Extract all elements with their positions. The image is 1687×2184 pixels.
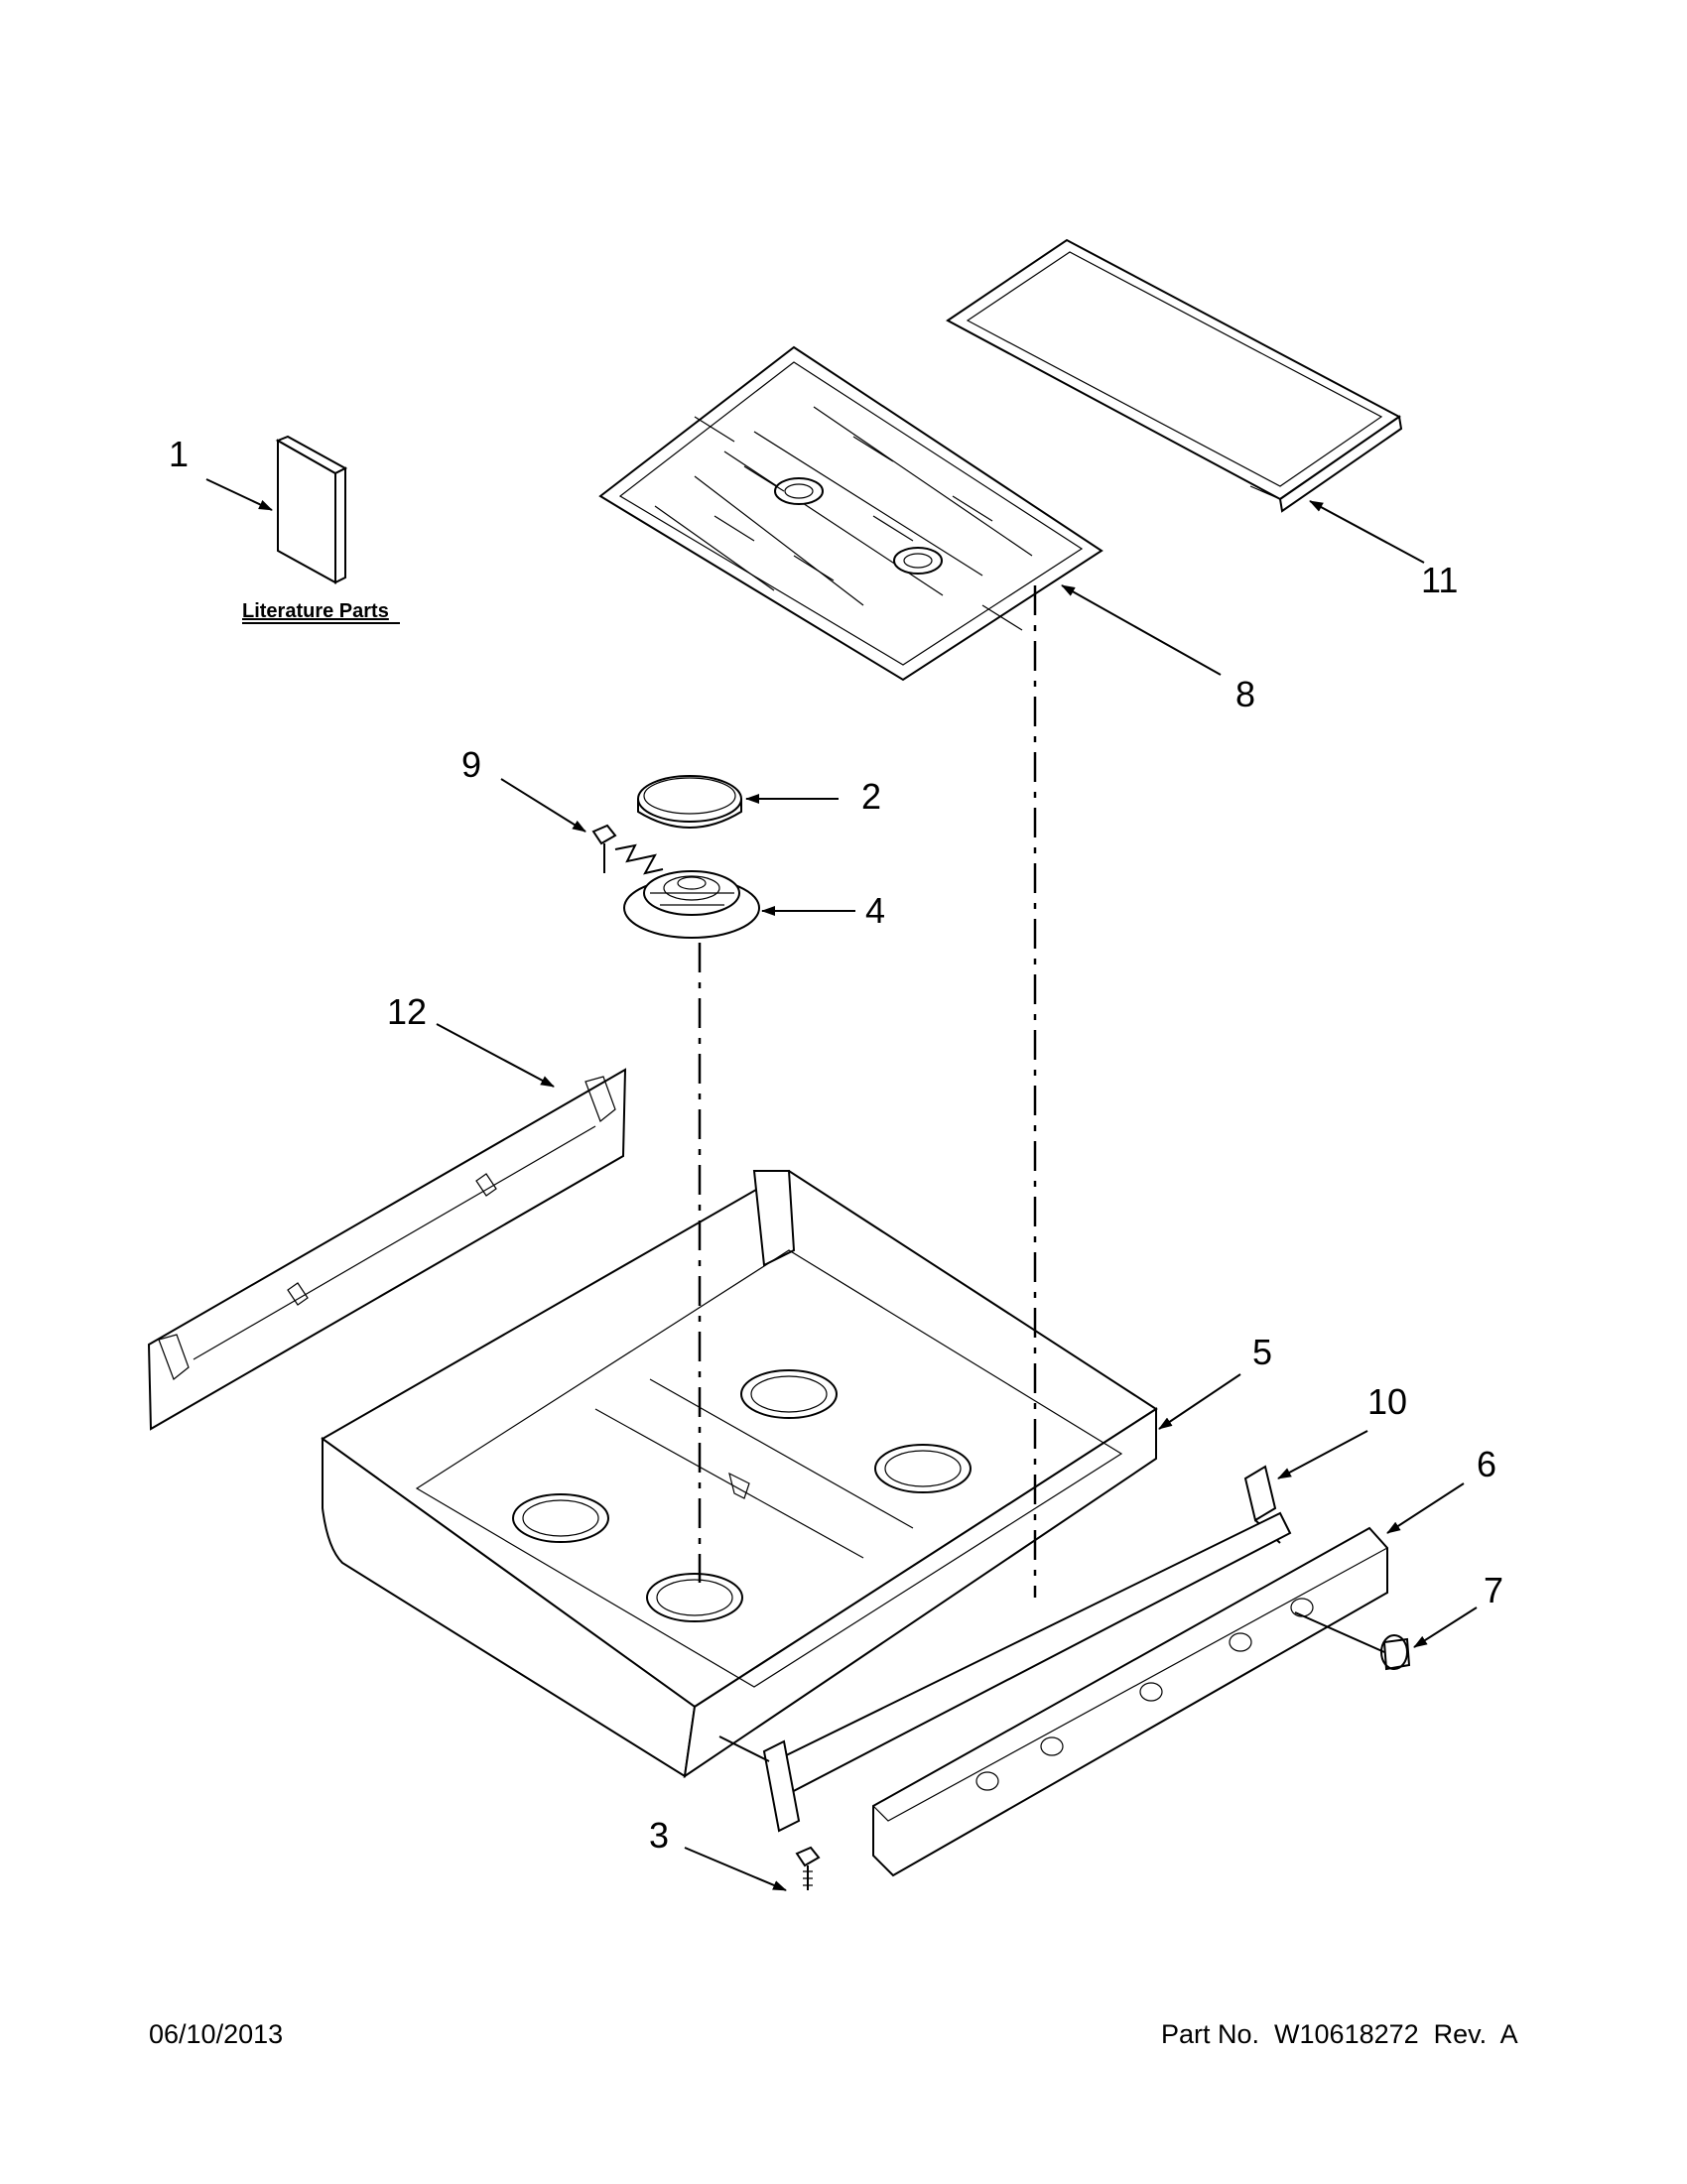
leader-3 — [684, 1847, 787, 1891]
leader-1 — [205, 478, 273, 511]
cooktop — [321, 1169, 1158, 1779]
callout-5: 5 — [1252, 1332, 1272, 1372]
callout-2: 2 — [861, 776, 881, 817]
screw-assembly-line — [718, 1735, 770, 1762]
burner-screw — [591, 824, 664, 875]
literature-parts-booklet — [275, 435, 348, 584]
leader-11 — [1309, 500, 1425, 564]
knob-assembly-line — [1294, 1611, 1385, 1653]
burner-cap — [637, 775, 742, 829]
burner-grate — [598, 345, 1103, 682]
callout-6: 6 — [1477, 1444, 1496, 1484]
literature-parts-label: Literature Parts — [242, 600, 389, 622]
control-panel — [872, 1526, 1388, 1877]
callout-4: 4 — [865, 890, 885, 931]
footer-part-number: Part No. W10618272 Rev. A — [1161, 2019, 1518, 2049]
callout-11: 11 — [1421, 560, 1458, 600]
manifold-screw — [795, 1846, 821, 1890]
callout-12: 12 — [387, 991, 427, 1032]
rear-panel — [147, 1068, 627, 1431]
callout-8: 8 — [1235, 674, 1255, 714]
leader-6 — [1386, 1482, 1465, 1534]
leader-5 — [1158, 1373, 1241, 1430]
leader-8 — [1061, 584, 1222, 676]
control-knob — [1380, 1634, 1411, 1671]
footer-date: 06/10/2013 — [149, 2019, 284, 2049]
callout-1: 1 — [169, 434, 189, 474]
callout-9: 9 — [461, 744, 481, 785]
leader-9 — [500, 778, 586, 833]
burner-base — [623, 870, 760, 939]
callout-10: 10 — [1367, 1381, 1407, 1422]
leader-7 — [1413, 1606, 1478, 1648]
leader-10 — [1277, 1430, 1368, 1479]
callout-3: 3 — [649, 1815, 669, 1856]
callout-7: 7 — [1484, 1570, 1503, 1610]
griddle — [946, 238, 1403, 513]
leader-12 — [436, 1023, 555, 1088]
manifold-rail — [762, 1511, 1292, 1833]
